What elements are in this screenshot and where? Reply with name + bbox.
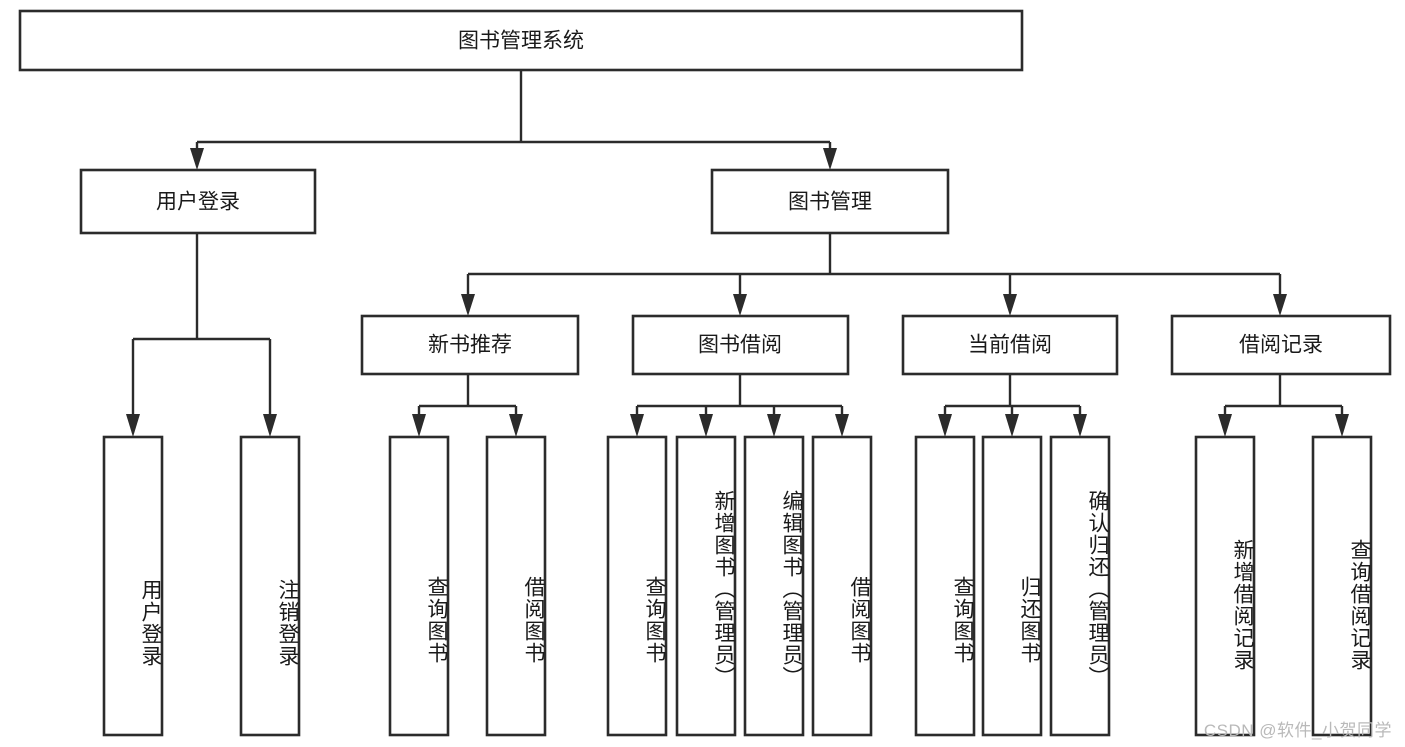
node-new-book-recommend[interactable]: 新书推荐 xyxy=(360,314,580,376)
arrow-head-icon xyxy=(767,414,781,437)
arrow-head-icon xyxy=(1335,414,1349,437)
node-root[interactable]: 图书管理系统 xyxy=(18,9,1024,72)
node-book-borrow[interactable]: 图书借阅 xyxy=(631,314,850,376)
node-box-leaf-borrow-book-2[interactable] xyxy=(811,435,873,737)
node-box-leaf-user-login[interactable] xyxy=(102,435,164,737)
watermark-text: CSDN @软件_小贺同学 xyxy=(1203,721,1392,740)
node-label-borrow-record: 借阅记录 xyxy=(1239,334,1323,357)
node-label-root: 图书管理系统 xyxy=(458,30,584,53)
arrow-head-icon xyxy=(699,414,713,437)
node-box-leaf-add-book[interactable] xyxy=(675,435,737,737)
node-box-user-login[interactable] xyxy=(79,168,317,235)
arrow-head-icon xyxy=(126,414,140,437)
node-label-book-manage: 图书管理 xyxy=(788,191,872,214)
arrow-head-icon xyxy=(1273,294,1287,316)
arrow-head-icon xyxy=(263,414,277,437)
node-label-new-book-recommend: 新书推荐 xyxy=(428,334,512,357)
node-box-leaf-edit-book[interactable] xyxy=(743,435,805,737)
arrow-head-icon xyxy=(733,294,747,316)
arrow-head-icon xyxy=(823,148,837,170)
edge-group-book-manage xyxy=(461,233,1287,316)
node-box-leaf-add-record[interactable] xyxy=(1194,435,1256,737)
arrow-head-icon xyxy=(630,414,644,437)
node-book-manage[interactable]: 图书管理 xyxy=(710,168,950,235)
arrow-head-icon xyxy=(938,414,952,437)
node-box-book-borrow[interactable] xyxy=(631,314,850,376)
node-box-leaf-borrow-book-1[interactable] xyxy=(485,435,547,737)
edge-group-user-login xyxy=(126,233,277,437)
edge-group-book-borrow xyxy=(630,374,849,437)
node-box-current-borrow[interactable] xyxy=(901,314,1119,376)
node-box-leaf-query-book-3[interactable] xyxy=(914,435,976,737)
edge-group-current-borrow xyxy=(938,374,1087,437)
node-box-leaf-query-book-2[interactable] xyxy=(606,435,668,737)
edge-group-root xyxy=(190,70,837,170)
arrow-head-icon xyxy=(412,414,426,437)
node-box-root[interactable] xyxy=(18,9,1024,72)
arrow-head-icon xyxy=(190,148,204,170)
leaf-boxes-group xyxy=(102,435,1373,737)
node-current-borrow[interactable]: 当前借阅 xyxy=(901,314,1119,376)
node-borrow-record[interactable]: 借阅记录 xyxy=(1170,314,1392,376)
node-box-leaf-confirm-return[interactable] xyxy=(1049,435,1111,737)
node-user-login[interactable]: 用户登录 xyxy=(79,168,317,235)
node-box-book-manage[interactable] xyxy=(710,168,950,235)
arrow-head-icon xyxy=(1005,414,1019,437)
edge-group-new-book-recommend xyxy=(412,374,523,437)
node-box-borrow-record[interactable] xyxy=(1170,314,1392,376)
node-box-leaf-query-book-1[interactable] xyxy=(388,435,450,737)
node-box-new-book-recommend[interactable] xyxy=(360,314,580,376)
node-label-user-login: 用户登录 xyxy=(156,191,240,214)
arrow-head-icon xyxy=(1003,294,1017,316)
arrow-head-icon xyxy=(1218,414,1232,437)
node-label-book-borrow: 图书借阅 xyxy=(698,334,782,357)
node-box-leaf-query-record[interactable] xyxy=(1311,435,1373,737)
arrow-head-icon xyxy=(1073,414,1087,437)
arrow-head-icon xyxy=(509,414,523,437)
edge-group-borrow-record xyxy=(1218,374,1349,437)
arrow-head-icon xyxy=(835,414,849,437)
node-box-leaf-return-book[interactable] xyxy=(981,435,1043,737)
node-label-current-borrow: 当前借阅 xyxy=(968,334,1052,357)
arrow-head-icon xyxy=(461,294,475,316)
node-box-leaf-logout-login[interactable] xyxy=(239,435,301,737)
